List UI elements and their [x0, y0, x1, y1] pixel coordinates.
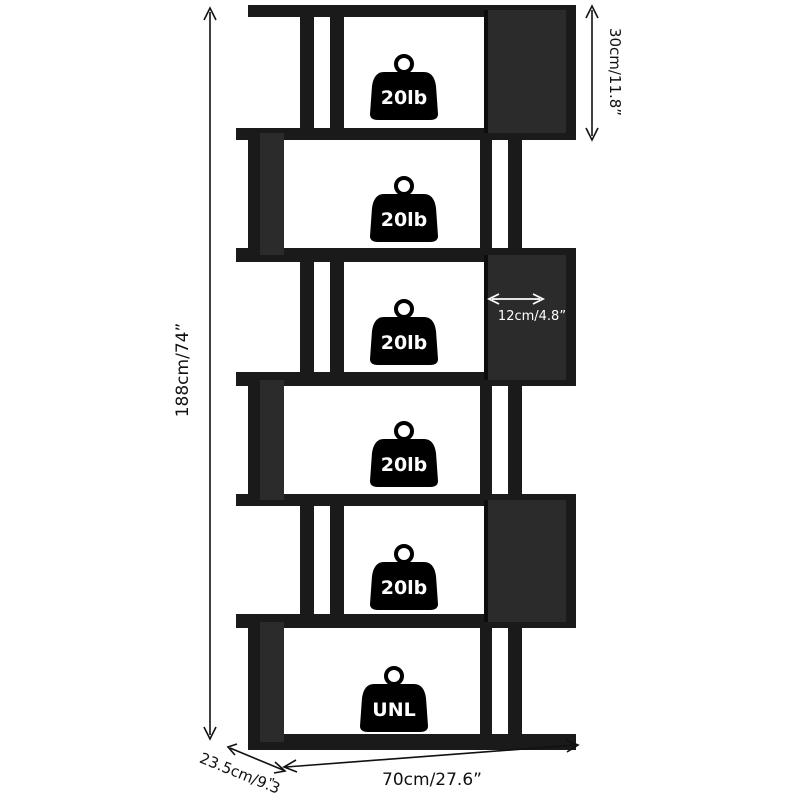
width-dimension: 70cm/27.6”: [282, 739, 580, 790]
weight-capacity-label: 20lb: [381, 209, 428, 231]
depth-dimension: 23.5cm/9.3 ”: [197, 743, 287, 798]
vertical-support-post: [508, 624, 522, 740]
shelf-height-dimension: 30cm/11.8”: [585, 4, 624, 142]
weight-capacity-icon: 20lb: [370, 176, 438, 242]
vertical-support-post: [330, 503, 344, 620]
height-label: 188cm/74”: [173, 323, 193, 418]
left-side-panel: [248, 380, 260, 500]
vertical-support-post: [480, 136, 492, 255]
weight-capacity-label: 20lb: [381, 332, 428, 354]
kettlebell-handle-icon: [394, 176, 414, 196]
weight-capacity-label: 20lb: [381, 454, 428, 476]
depth-arrow-left-icon: [226, 743, 238, 756]
vertical-support-post: [300, 503, 314, 620]
kettlebell-body-icon: [370, 194, 438, 242]
board-spacing-dimension: 12cm/4.8”: [486, 293, 566, 324]
weight-capacity-icon: 20lb: [370, 544, 438, 610]
kettlebell-handle-icon: [394, 299, 414, 319]
vertical-support-post: [300, 12, 314, 133]
width-arrow-right-icon: [565, 739, 580, 753]
depth-unit-quote: ”: [269, 777, 276, 792]
left-side-panel: [248, 133, 260, 255]
right-cubby-divider: [484, 500, 488, 622]
kettlebell-handle-icon: [394, 544, 414, 564]
right-side-panel: [566, 255, 576, 380]
kettlebell-body-icon: [370, 72, 438, 120]
right-cubby-back: [484, 255, 576, 380]
horizontal-board: [248, 734, 576, 750]
kettlebell-handle-icon: [394, 421, 414, 441]
width-label: 70cm/27.6”: [382, 770, 482, 790]
weight-capacity-label: 20lb: [381, 577, 428, 599]
height-dimension: 188cm/74”: [173, 6, 217, 741]
shelf-height-arrow-bottom-icon: [585, 127, 599, 142]
s-shaped-bookshelf: [236, 5, 576, 750]
vertical-support-post: [300, 258, 314, 378]
vertical-support-post: [330, 258, 344, 378]
weight-capacity-icon: 20lb: [370, 421, 438, 487]
width-dimension-line: [285, 744, 577, 768]
board-spacing-arrow-right-icon: [532, 293, 546, 305]
right-cubby-divider: [484, 255, 488, 380]
weight-capacity-label: UNL: [372, 699, 415, 721]
height-arrow-top-icon: [203, 6, 217, 21]
shelf-height-label: 30cm/11.8”: [606, 28, 624, 116]
weight-capacity-label: 20lb: [381, 87, 428, 109]
vertical-support-post: [480, 624, 492, 740]
vertical-support-post: [480, 382, 492, 500]
kettlebell-body-icon: [370, 562, 438, 610]
weight-capacity-icon: UNL: [360, 666, 428, 732]
left-side-panel: [248, 622, 260, 742]
kettlebell-body-icon: [360, 684, 428, 732]
depth-dimension-line: [229, 747, 284, 771]
vertical-support-post: [508, 382, 522, 500]
weight-capacity-icon: 20lb: [370, 54, 438, 120]
kettlebell-handle-icon: [394, 54, 414, 74]
width-arrow-left-icon: [282, 759, 298, 773]
right-cubby-divider: [484, 10, 488, 133]
right-cubby-back: [484, 10, 576, 133]
shelf-height-arrow-top-icon: [585, 4, 599, 19]
kettlebell-handle-icon: [384, 666, 404, 686]
weight-capacity-icon: 20lb: [370, 299, 438, 365]
kettlebell-body-icon: [370, 317, 438, 365]
depth-arrow-right-icon: [273, 761, 287, 774]
vertical-support-post: [330, 12, 344, 133]
board-spacing-label: 12cm/4.8”: [498, 309, 566, 324]
right-side-panel: [566, 10, 576, 133]
kettlebell-body-icon: [370, 439, 438, 487]
vertical-support-post: [508, 136, 522, 255]
board-spacing-arrow-left-icon: [486, 293, 500, 305]
height-arrow-bottom-icon: [203, 726, 217, 741]
right-cubby-back: [484, 500, 576, 622]
right-side-panel: [566, 500, 576, 622]
